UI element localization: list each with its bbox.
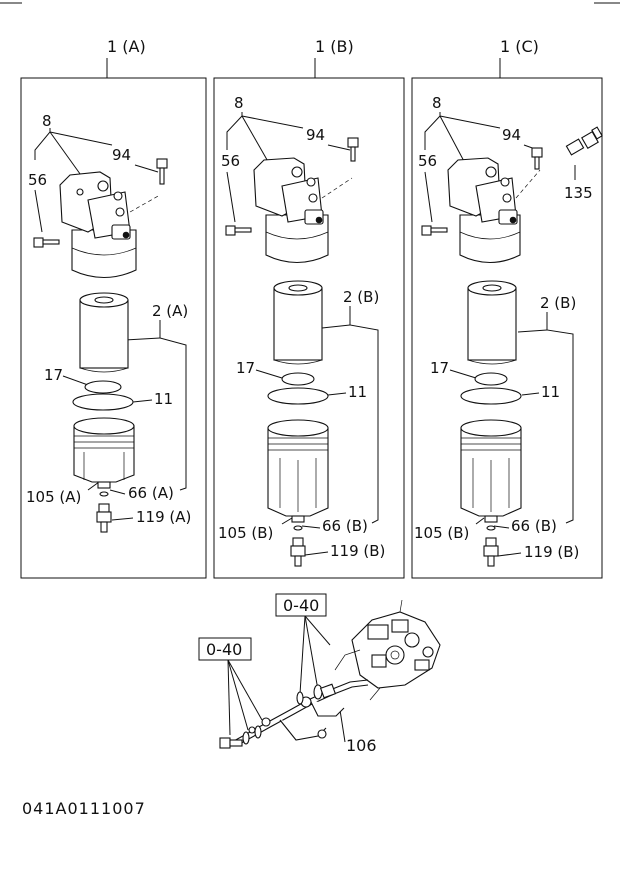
label-drain-b: 119 (B) <box>330 542 385 560</box>
label-drain-c: 119 (B) <box>524 543 579 561</box>
label-oring-c: 66 (B) <box>511 517 557 535</box>
drain-plug-b <box>290 537 306 567</box>
variant-b-title: 1 (B) <box>315 37 354 56</box>
bolt-94-b <box>347 137 359 162</box>
label-bracket-a: 8 <box>42 112 52 130</box>
variant-b-frame <box>213 77 405 579</box>
label-extra-c: 135 <box>564 184 593 202</box>
label-bolt-top-b: 94 <box>306 126 325 144</box>
bolt-56-c <box>421 225 448 236</box>
variant-c-title: 1 (C) <box>500 37 539 56</box>
label-bracket-c: 8 <box>432 94 442 112</box>
variant-c-frame <box>411 77 603 579</box>
seal-large-c <box>460 387 522 405</box>
label-bowl-b: 105 (B) <box>218 524 273 542</box>
label-bolt-top-c: 94 <box>502 126 521 144</box>
oring-c <box>486 525 496 531</box>
filter-element-c <box>467 280 517 365</box>
label-bolt-side-a: 56 <box>28 171 47 189</box>
label-bolt-side-c: 56 <box>418 152 437 170</box>
variant-c: 1 (C) 8 94 56 135 2 (B) 17 11 105 (B) 66… <box>411 37 603 579</box>
filter-head-b <box>253 157 353 263</box>
label-seal-small-b: 17 <box>236 359 255 377</box>
label-oring-b: 66 (B) <box>322 517 368 535</box>
filter-element-a <box>79 292 129 373</box>
bolt-56-a <box>33 237 60 248</box>
banjo-bolt <box>219 725 262 749</box>
fuel-pipe <box>231 679 369 747</box>
drain-plug-a <box>96 503 112 533</box>
label-oring-a: 66 (A) <box>128 484 174 502</box>
filter-bowl-c <box>460 419 522 523</box>
variant-a: 1 (A) 8 94 56 2 (A) 17 11 105 (A) 66 (A)… <box>20 37 207 579</box>
variant-b: 1 (B) 8 94 56 2 (B) 17 11 105 (B) 66 (B)… <box>213 37 405 579</box>
bolt-94-a <box>156 158 168 185</box>
pipe-assembly: 0-40 0-40 106 <box>198 593 441 755</box>
label-bolt-top-a: 94 <box>112 146 131 164</box>
filter-bowl-b <box>267 419 329 523</box>
seal-large-b <box>267 387 329 405</box>
oring-a <box>99 491 109 497</box>
oring-b <box>293 525 303 531</box>
filter-head-c <box>447 157 541 263</box>
seal-small-c <box>474 372 508 386</box>
label-drain-a: 119 (A) <box>136 508 191 526</box>
label-seal-large-c: 11 <box>541 383 560 401</box>
label-seal-small-a: 17 <box>44 366 63 384</box>
seal-small-b <box>281 372 315 386</box>
label-bolt-side-b: 56 <box>221 152 240 170</box>
seal-large-a <box>72 393 134 411</box>
label-bowl-c: 105 (B) <box>414 524 469 542</box>
filter-bowl-a <box>73 417 135 489</box>
label-element-c: 2 (B) <box>540 294 576 312</box>
injection-pump <box>334 599 441 701</box>
label-bowl-a: 105 (A) <box>26 488 81 506</box>
label-seal-large-a: 11 <box>154 390 173 408</box>
drain-plug-c <box>483 537 499 567</box>
variant-a-title: 1 (A) <box>107 37 146 56</box>
label-seal-large-b: 11 <box>348 383 367 401</box>
variant-a-frame <box>20 77 207 579</box>
label-element-b: 2 (B) <box>343 288 379 306</box>
ref-label-left: 0-40 <box>206 640 242 659</box>
ref-box-right <box>275 593 327 617</box>
bolt-94-c <box>531 147 543 170</box>
filter-element-b <box>273 280 323 365</box>
seal-small-a <box>84 380 122 394</box>
diagram-code: 041A0111007 <box>22 799 146 818</box>
bolt-56-b <box>225 225 252 236</box>
ref-box-left <box>198 637 252 661</box>
label-element-a: 2 (A) <box>152 302 188 320</box>
label-pipe: 106 <box>346 736 377 755</box>
ref-label-right: 0-40 <box>283 596 319 615</box>
fitting-135-c <box>565 126 603 156</box>
label-seal-small-c: 17 <box>430 359 449 377</box>
pipe-end-fittings <box>296 683 337 705</box>
label-bracket-b: 8 <box>234 94 244 112</box>
filter-head-a <box>59 171 161 278</box>
